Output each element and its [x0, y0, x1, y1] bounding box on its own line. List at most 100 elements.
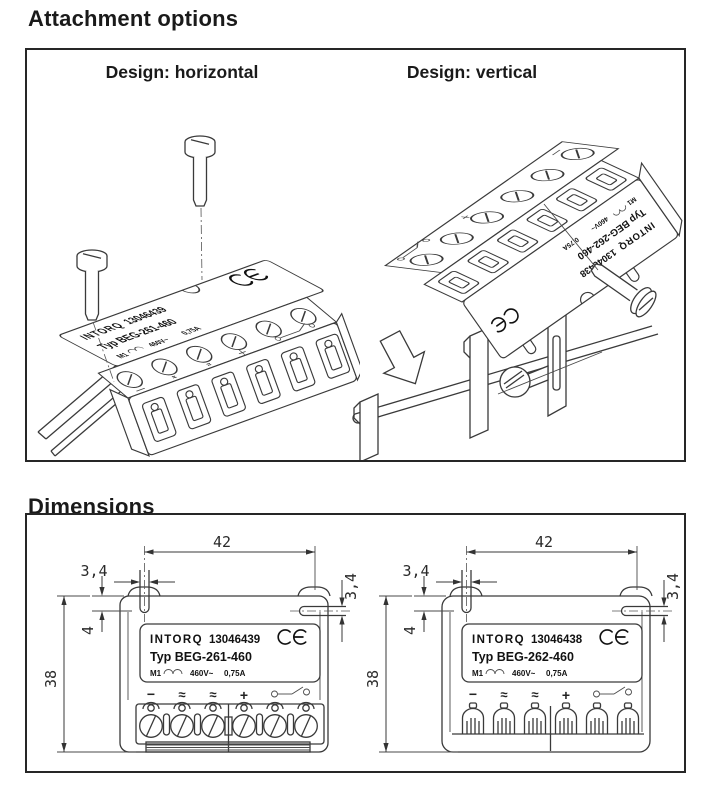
- label-voltage: 460V~: [512, 669, 536, 678]
- module-current: 0,75A: [178, 325, 204, 336]
- terminal-screws: [139, 701, 318, 738]
- switch-symbol-icon: [396, 238, 431, 261]
- mounting-bracket: [497, 310, 603, 418]
- left-ear: [449, 586, 483, 597]
- label-m1: M1: [472, 669, 484, 678]
- half-wave-icon: [485, 669, 505, 675]
- dim-hole-offset: 4: [79, 576, 132, 635]
- svg-text:38: 38: [42, 670, 60, 688]
- clamp: [616, 702, 640, 734]
- terminal-symbols-row: − ≈ ≈ +: [469, 686, 632, 703]
- ce-mark-icon: [490, 308, 519, 333]
- ac-symbol: ≈: [169, 374, 179, 381]
- deck-screws: [116, 307, 317, 388]
- label-type: Typ BEG-262-460: [472, 650, 574, 664]
- svg-text:3,4: 3,4: [402, 562, 429, 580]
- clamp: [492, 702, 516, 734]
- right-mounting-slot: [612, 546, 674, 617]
- svg-text:4: 4: [401, 626, 419, 635]
- label-current: 0,75A: [546, 669, 568, 678]
- attachment-options-frame: Design: horizontal Design: vertical INTO…: [25, 48, 686, 462]
- label-plate: INTORQ 13046439 Typ BEG-261-460 M1 460V~…: [139, 623, 321, 683]
- label-m1: M1: [150, 669, 162, 678]
- fixing-screw-left: [76, 249, 115, 383]
- plus-symbol: +: [562, 687, 570, 703]
- svg-text:42: 42: [535, 533, 553, 551]
- horizontal-design-drawing: INTORQ 13046439 Typ BEG-261-460 M1 460V~…: [30, 80, 360, 458]
- screw-notch: [181, 285, 201, 294]
- clamp: [585, 702, 609, 734]
- module-body-outline: [441, 595, 651, 753]
- minus-symbol: −: [147, 686, 155, 702]
- clamp: [523, 702, 547, 734]
- clamp: [461, 702, 485, 734]
- plus-symbol-icon: [461, 215, 470, 219]
- dimension-drawing-right: INTORQ 13046438 Typ BEG-262-460 M1 460V~…: [354, 518, 682, 770]
- ce-mark-icon: [277, 629, 307, 645]
- switch-symbol-icon: [593, 686, 632, 698]
- dim-slot-height: 3,4: [661, 573, 682, 642]
- ac-symbol: ≈: [209, 687, 216, 702]
- wall-post: [463, 326, 495, 440]
- switch-symbol-icon: [271, 686, 310, 698]
- right-ear: [619, 586, 653, 597]
- vertical-design-svg: INTORQ 13046438 Typ BEG-262-460 M1 460V~…: [352, 141, 683, 460]
- screw-icon: [76, 249, 108, 321]
- dim-height: 38: [364, 595, 458, 753]
- module-m1: M1: [625, 195, 637, 206]
- dim-hole-spacing: 42: [144, 533, 315, 555]
- svg-text:4: 4: [79, 626, 97, 635]
- svg-text:42: 42: [213, 533, 231, 551]
- ac-symbol: ≈: [531, 687, 538, 702]
- svg-text:3,4: 3,4: [80, 562, 107, 580]
- label-part-no: 13046438: [531, 634, 583, 646]
- half-wave-icon: [127, 346, 144, 354]
- minus-symbol: −: [469, 686, 477, 702]
- half-wave-icon: [163, 669, 183, 675]
- minus-symbol-icon: [136, 387, 146, 392]
- ac-symbol: ≈: [178, 687, 185, 702]
- dim-slot-width: 3,4: [402, 562, 497, 585]
- plus-symbol-icon: [238, 349, 246, 356]
- ce-mark-icon: [229, 268, 269, 286]
- label-brand: INTORQ: [150, 634, 203, 646]
- screw-icon: [590, 263, 657, 318]
- dimension-svg-left: INTORQ 13046439 Typ BEG-261-460 M1 460V~…: [42, 533, 360, 753]
- dimension-drawing-left: INTORQ 13046439 Typ BEG-261-460 M1 460V~…: [32, 518, 360, 770]
- dim-height: 38: [42, 595, 136, 753]
- module-voltage: 460V~: [145, 337, 172, 349]
- svg-text:38: 38: [364, 670, 382, 688]
- screw-icon: [184, 135, 216, 207]
- right-mounting-slot: [290, 546, 352, 617]
- left-mounting-slot: [139, 546, 150, 622]
- module-end-cap: [335, 312, 360, 382]
- module-end-cap: [638, 161, 683, 238]
- label-current: 0,75A: [224, 669, 246, 678]
- label-brand: INTORQ: [472, 634, 525, 646]
- screw-icon: [499, 365, 549, 398]
- rectifier-module-vertical: INTORQ 13046438 Typ BEG-262-460 M1 460V~…: [383, 141, 683, 359]
- terminal-clamps: [452, 702, 644, 751]
- left-ear: [127, 586, 161, 597]
- dim-hole-offset: 4: [401, 576, 454, 635]
- horizontal-design-svg: INTORQ 13046439 Typ BEG-261-460 M1 460V~…: [37, 135, 360, 457]
- minus-symbol-icon: [551, 149, 561, 156]
- front-clamp-windows: [141, 333, 351, 442]
- left-mounting-slot: [461, 546, 472, 622]
- caption-design-vertical: Design: vertical: [406, 62, 538, 82]
- dimensions-frame: INTORQ 13046439 Typ BEG-261-460 M1 460V~…: [25, 513, 686, 773]
- caption-design-horizontal: Design: horizontal: [105, 62, 259, 82]
- module-label-face: INTORQ 13046438 Typ BEG-262-460 M1 460V~…: [463, 179, 679, 359]
- dim-slot-width: 3,4: [80, 562, 175, 585]
- terminal-block: [135, 701, 325, 753]
- deck-terminal-symbols: ≈ ≈: [136, 323, 316, 392]
- front-clamp-windows: [438, 167, 627, 294]
- plus-symbol: +: [240, 687, 248, 703]
- dim-hole-spacing: 42: [466, 533, 637, 555]
- deck-screws: [409, 147, 595, 266]
- svg-text:3,4: 3,4: [342, 573, 360, 600]
- fixing-screw: [543, 203, 657, 318]
- module-label-face: INTORQ 13046439 Typ BEG-261-460 M1 460V~…: [59, 260, 324, 367]
- rectifier-module-horizontal: INTORQ 13046439 Typ BEG-261-460 M1 460V~…: [59, 260, 360, 457]
- label-voltage: 460V~: [190, 669, 214, 678]
